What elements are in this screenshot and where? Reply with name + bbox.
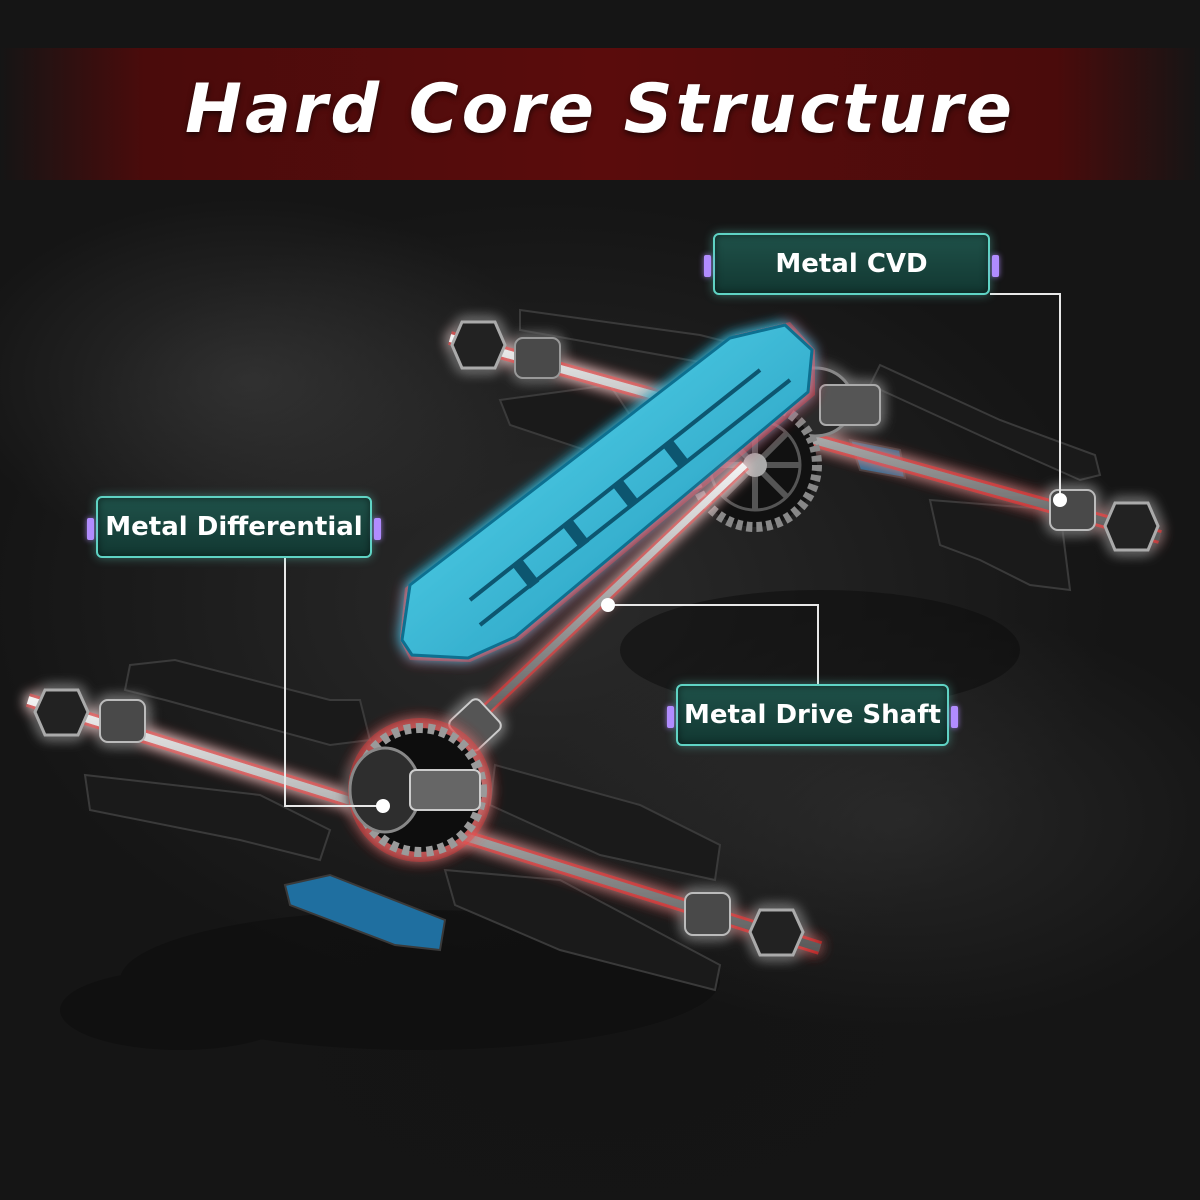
title-banner: [0, 48, 1200, 180]
callout-label: Metal Drive Shaft: [684, 700, 941, 730]
callout-leader-lines: [284, 293, 1061, 807]
callout-tab-right: [951, 706, 958, 728]
callout-tab-right: [374, 518, 381, 540]
page-title: Hard Core Structure: [185, 70, 1015, 149]
front-differential: [348, 718, 492, 862]
blue-chassis: [400, 322, 815, 662]
callout-metal-cvd: Metal CVD: [704, 233, 999, 295]
callout-label: Metal CVD: [775, 249, 928, 279]
callout-tab-left: [704, 255, 711, 277]
callout-tab-right: [992, 255, 999, 277]
center-drive-shaft: [448, 460, 750, 752]
callout-metal-drive-shaft: Metal Drive Shaft: [667, 684, 958, 746]
ground-shadows: [60, 590, 1020, 1050]
callout-tab-left: [667, 706, 674, 728]
callout-anchor-dots: [376, 493, 1067, 813]
front-suspension-arms: [83, 658, 722, 992]
callout-tab-left: [87, 518, 94, 540]
callout-metal-differential: Metal Differential: [87, 496, 381, 558]
callout-label: Metal Differential: [105, 512, 363, 542]
